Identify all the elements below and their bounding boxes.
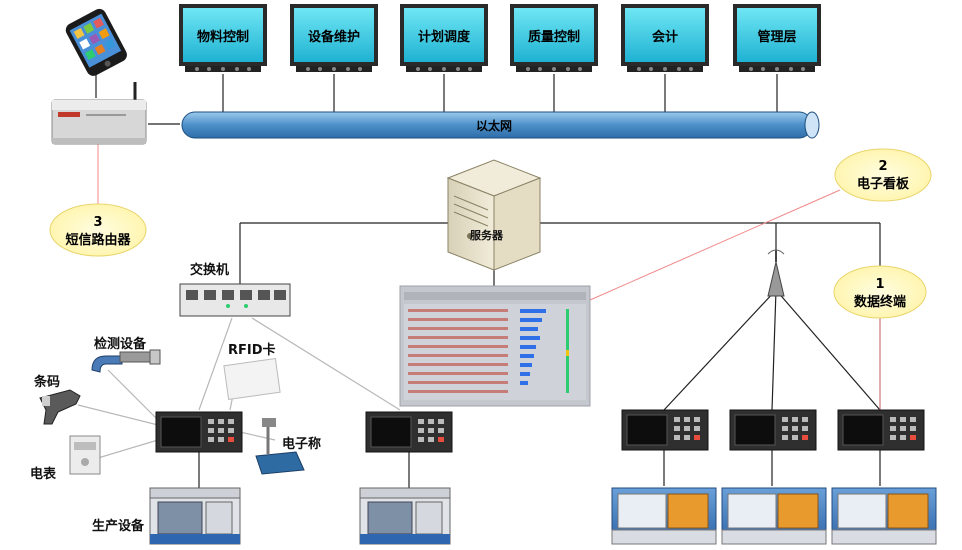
bubble-text: 短信路由器	[65, 232, 131, 248]
sms-router-icon	[51, 82, 147, 145]
electronic-board	[399, 285, 591, 407]
monitor-4[interactable]: 质量控制	[510, 4, 598, 72]
data-terminal-3[interactable]	[621, 409, 709, 451]
monitor-2[interactable]: 设备维护	[290, 4, 378, 72]
label-production: 生产设备	[92, 518, 145, 534]
rfid-card-icon	[223, 357, 281, 401]
cnc-machine-2[interactable]	[359, 487, 451, 545]
monitor-label: 管理层	[757, 29, 796, 45]
bubble-data-terminal: 1 数据终端	[833, 265, 927, 319]
terminal-group	[155, 409, 925, 453]
red-links	[97, 140, 881, 410]
cnc-lathe-3[interactable]	[831, 487, 937, 545]
ethernet-bus: 以太网	[181, 111, 820, 139]
cnc-lathe-2[interactable]	[721, 487, 827, 545]
data-terminal-5[interactable]	[837, 409, 925, 451]
data-terminal-2[interactable]	[365, 411, 453, 453]
electronic-scale-icon	[255, 418, 305, 475]
bubble-e-board: 2 电子看板	[834, 148, 932, 202]
switch-icon[interactable]: 交换机	[179, 262, 291, 317]
micrometer-icon	[91, 349, 161, 373]
label-scale: 电子称	[282, 436, 321, 452]
label-meter: 电表	[30, 466, 57, 482]
bubble-sms-router: 3 短信路由器	[49, 203, 147, 257]
cnc-lathe-1[interactable]	[611, 487, 717, 545]
label-rfid: RFID卡	[228, 342, 276, 358]
monitor-label: 计划调度	[418, 29, 471, 45]
ethernet-label: 以太网	[476, 118, 512, 133]
cnc-machine-1[interactable]	[149, 487, 241, 545]
server-icon[interactable]: 服务器	[446, 159, 542, 271]
label-barcode: 条码	[34, 374, 60, 390]
monitor-5[interactable]: 会计	[621, 4, 709, 72]
data-terminal-4[interactable]	[729, 409, 817, 451]
bubble-number: 2	[878, 159, 887, 174]
monitor-group: 物料控制 设备维护 计划调度 质量控制 会计	[179, 4, 821, 72]
monitor-label: 物料控制	[197, 29, 249, 45]
bubble-number: 3	[93, 215, 102, 230]
board-bars	[520, 309, 546, 385]
bubble-number: 1	[875, 277, 884, 292]
data-terminal-1[interactable]	[155, 411, 243, 453]
connection-lines	[95, 62, 881, 490]
server-label: 服务器	[470, 228, 504, 242]
label-inspection: 检测设备	[94, 336, 147, 352]
bubble-text: 数据终端	[854, 294, 906, 310]
monitor-6[interactable]: 管理层	[733, 4, 821, 72]
electric-meter-icon	[69, 435, 101, 475]
monitor-label: 会计	[652, 29, 678, 45]
auxiliary-lines	[77, 317, 401, 459]
monitor-1[interactable]: 物料控制	[179, 4, 267, 72]
barcode-scanner-icon	[39, 389, 81, 425]
monitor-label: 设备维护	[308, 29, 360, 45]
monitor-3[interactable]: 计划调度	[400, 4, 488, 72]
bubble-text: 电子看板	[857, 176, 910, 192]
antenna-icon	[767, 249, 785, 297]
monitor-label: 质量控制	[528, 29, 580, 45]
phone-icon	[65, 8, 127, 76]
switch-label: 交换机	[190, 262, 229, 278]
board-rows	[408, 309, 508, 393]
